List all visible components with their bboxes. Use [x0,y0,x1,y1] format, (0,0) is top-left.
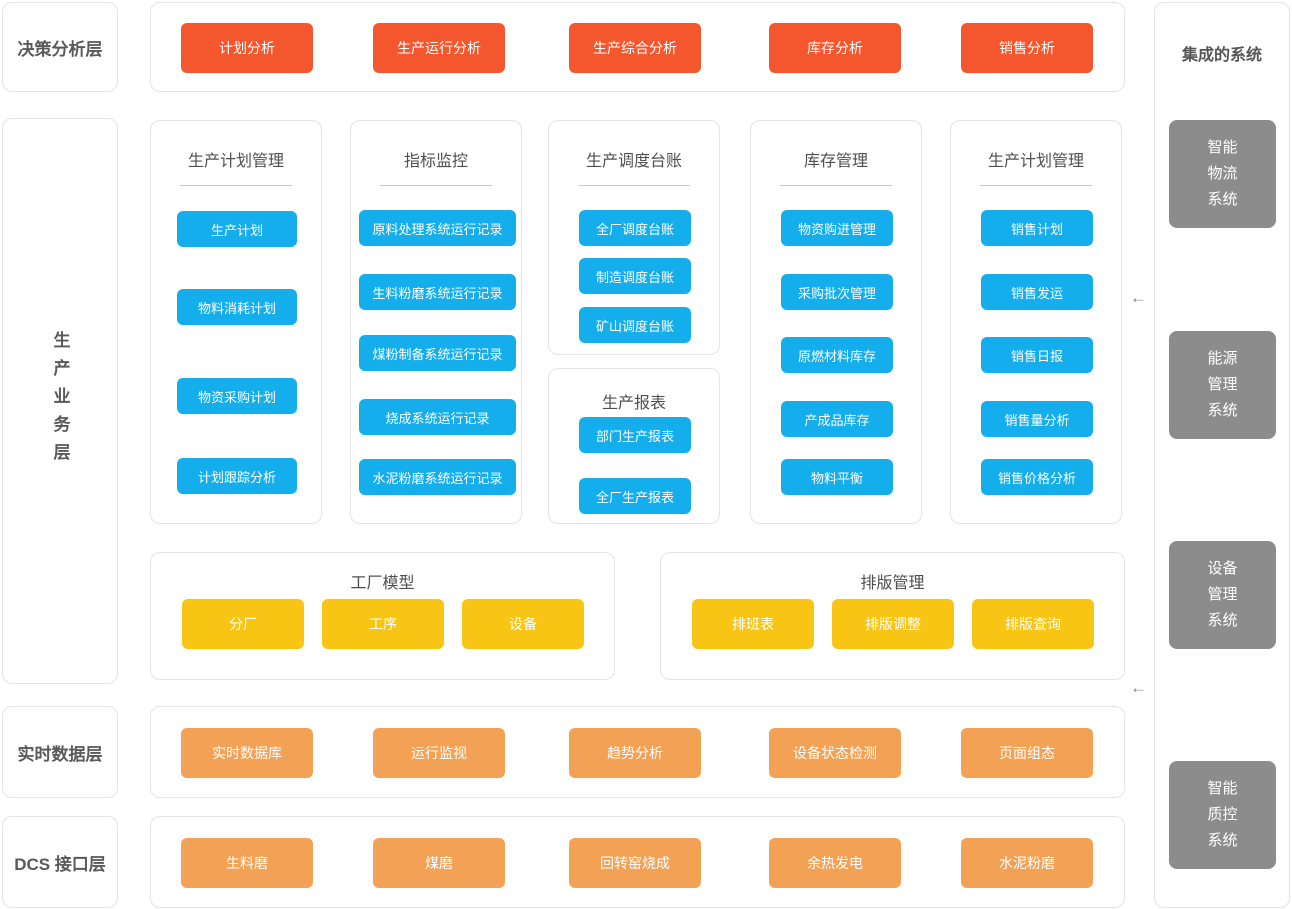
layer-box-realtime: 实时数据层 [2,706,118,798]
panel-plan: 生产计划管理 生产计划 物料消耗计划 物资采购计划 计划跟踪分析 [150,120,322,524]
divider [380,185,492,186]
decision-button[interactable]: 生产综合分析 [569,23,701,73]
integrated-system-label: 智能物流系统 [1207,138,1238,209]
layer-label-dcs: DCS 接口层 [14,854,106,874]
panel-plan-button[interactable]: 物资采购计划 [177,378,297,414]
integrated-system-box[interactable]: 智能质控系统 [1169,761,1276,869]
panel-sales-button[interactable]: 销售计划 [981,210,1093,246]
panel-dispatch-button[interactable]: 制造调度台账 [579,258,691,294]
panel-sales-button[interactable]: 销售发运 [981,274,1093,310]
divider [780,185,892,186]
panel-plan-button[interactable]: 物料消耗计划 [177,289,297,325]
integrated-system-label: 设备管理系统 [1207,559,1238,630]
factory-model-box: 工厂模型 分厂 工序 设备 [150,552,615,680]
dcs-button[interactable]: 生料磨 [181,838,313,888]
panel-dispatch-button[interactable]: 矿山调度台账 [579,307,691,343]
panel-inventory-button[interactable]: 原燃材料库存 [781,337,893,373]
divider [578,185,690,186]
panel-sales-button[interactable]: 销售日报 [981,337,1093,373]
layer-box-dcs: DCS 接口层 [2,816,118,908]
realtime-button[interactable]: 实时数据库 [181,728,313,778]
integrated-system-box[interactable]: 设备管理系统 [1169,541,1276,649]
panel-sales-button[interactable]: 销售量分析 [981,401,1093,437]
realtime-button[interactable]: 运行监视 [373,728,505,778]
panel-sales-button[interactable]: 销售价格分析 [981,459,1093,495]
schedule-mgmt-button[interactable]: 排版调整 [832,599,954,649]
panel-inventory-title: 库存管理 [803,153,868,170]
panel-report: 生产报表 部门生产报表 全厂生产报表 [548,368,720,524]
panel-report-title: 生产报表 [601,395,666,412]
panel-inventory-button[interactable]: 采购批次管理 [781,274,893,310]
integrated-system-label: 能源管理系统 [1207,349,1238,420]
integrated-system-box[interactable]: 智能物流系统 [1169,120,1276,228]
panel-report-button[interactable]: 全厂生产报表 [579,478,691,514]
panel-inventory-button[interactable]: 产成品库存 [781,401,893,437]
schedule-mgmt-box: 排版管理 排班表 排版调整 排版查询 [660,552,1125,680]
decision-button[interactable]: 库存分析 [769,23,901,73]
factory-model-button[interactable]: 分厂 [182,599,304,649]
panel-sales: 生产计划管理 销售计划 销售发运 销售日报 销售量分析 销售价格分析 [950,120,1122,524]
decision-button[interactable]: 销售分析 [961,23,1093,73]
factory-model-button[interactable]: 工序 [322,599,444,649]
realtime-button[interactable]: 趋势分析 [569,728,701,778]
integrated-systems-title: 集成的系统 [1181,47,1262,64]
realtime-button[interactable]: 页面组态 [961,728,1093,778]
layer-label-decision: 决策分析层 [17,39,103,59]
schedule-mgmt-button[interactable]: 排版查询 [972,599,1094,649]
realtime-button[interactable]: 设备状态检测 [769,728,901,778]
integrated-system-box[interactable]: 能源管理系统 [1169,331,1276,439]
panel-kpi-button[interactable]: 原料处理系统运行记录 [359,210,516,246]
dcs-button[interactable]: 水泥粉磨 [961,838,1093,888]
left-arrow-icon: ← [1130,678,1147,697]
layer-label-business: 生产业务层 [50,331,70,471]
panel-plan-button[interactable]: 计划跟踪分析 [177,458,297,494]
layer-label-realtime: 实时数据层 [17,744,103,764]
divider [980,185,1092,186]
panel-report-button[interactable]: 部门生产报表 [579,417,691,453]
dcs-button[interactable]: 煤磨 [373,838,505,888]
panel-kpi-button[interactable]: 水泥粉磨系统运行记录 [359,459,516,495]
panel-inventory-button[interactable]: 物料平衡 [781,459,893,495]
dcs-row: 生料磨 煤磨 回转窑烧成 余热发电 水泥粉磨 [150,816,1125,908]
panel-kpi-button[interactable]: 生料粉磨系统运行记录 [359,274,516,310]
factory-model-title: 工厂模型 [350,575,415,592]
panel-sales-title: 生产计划管理 [987,153,1084,170]
realtime-row: 实时数据库 运行监视 趋势分析 设备状态检测 页面组态 [150,706,1125,798]
decision-button[interactable]: 计划分析 [181,23,313,73]
dcs-button[interactable]: 余热发电 [769,838,901,888]
decision-row: 计划分析 生产运行分析 生产综合分析 库存分析 销售分析 [150,2,1125,92]
panel-kpi: 指标监控 原料处理系统运行记录 生料粉磨系统运行记录 煤粉制备系统运行记录 烧成… [350,120,522,524]
panel-dispatch-button[interactable]: 全厂调度台账 [579,210,691,246]
factory-model-button[interactable]: 设备 [462,599,584,649]
panel-inventory: 库存管理 物资购进管理 采购批次管理 原燃材料库存 产成品库存 物料平衡 [750,120,922,524]
panel-kpi-title: 指标监控 [403,153,468,170]
layer-box-business: 生产业务层 [2,118,118,684]
panel-kpi-button[interactable]: 煤粉制备系统运行记录 [359,335,516,371]
schedule-mgmt-button[interactable]: 排班表 [692,599,814,649]
panel-inventory-button[interactable]: 物资购进管理 [781,210,893,246]
layer-box-decision: 决策分析层 [2,2,118,92]
panel-dispatch: 生产调度台账 全厂调度台账 制造调度台账 矿山调度台账 [548,120,720,355]
panel-kpi-button[interactable]: 烧成系统运行记录 [359,399,516,435]
integrated-systems-column: 集成的系统 智能物流系统 能源管理系统 设备管理系统 智能质控系统 [1154,2,1290,908]
integrated-system-label: 智能质控系统 [1207,779,1238,850]
panel-dispatch-title: 生产调度台账 [585,153,682,170]
panel-plan-title: 生产计划管理 [187,153,284,170]
decision-button[interactable]: 生产运行分析 [373,23,505,73]
divider [180,185,292,186]
dcs-button[interactable]: 回转窑烧成 [569,838,701,888]
left-arrow-icon: ← [1130,288,1147,307]
schedule-mgmt-title: 排版管理 [860,575,925,592]
panel-plan-button[interactable]: 生产计划 [177,211,297,247]
